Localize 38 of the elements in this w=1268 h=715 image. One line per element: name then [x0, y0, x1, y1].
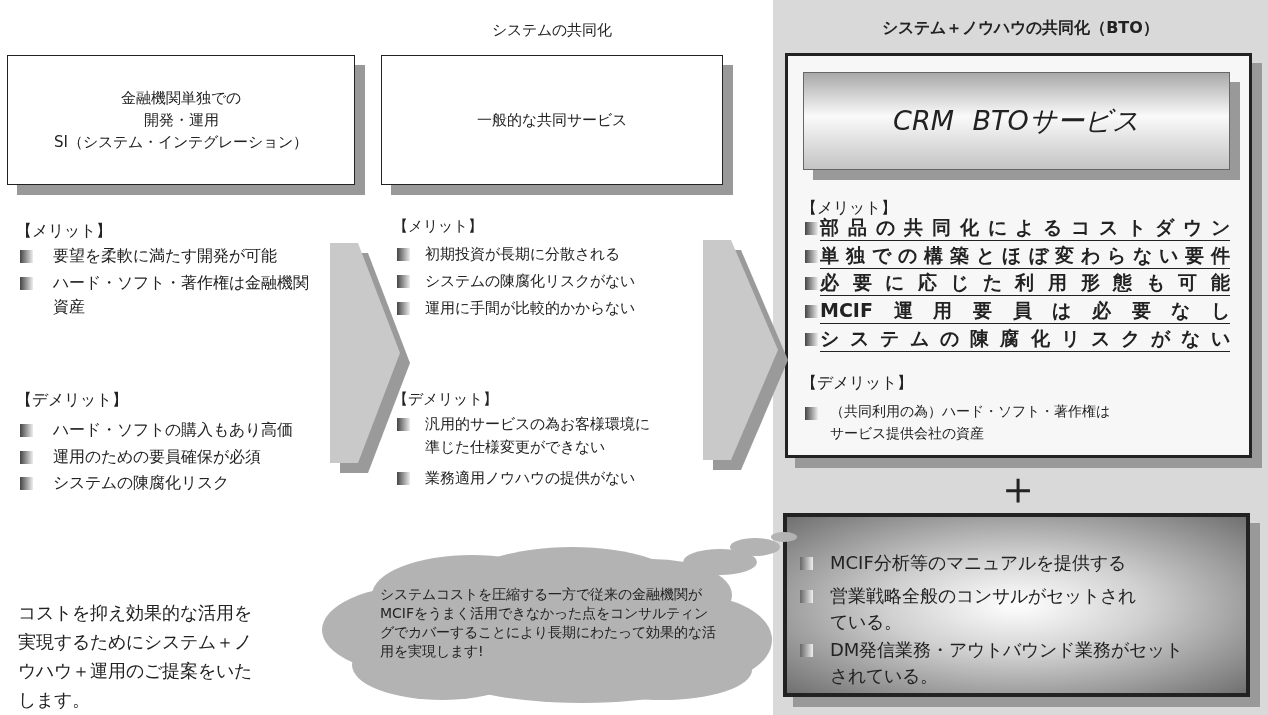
- section-heading: 【デメリット】: [16, 389, 129, 411]
- chevron-arrow: [703, 240, 788, 470]
- box-label: 一般的な共同サービス: [477, 110, 627, 131]
- list-item: 業務適用ノウハウの提供がない: [425, 468, 636, 489]
- list-item: システムの陳腐化リスクがない: [425, 271, 636, 292]
- underlined-item: システムの陳腐化リスクがない: [820, 326, 1230, 352]
- list-item: ハード・ソフトの購入もあり高価: [53, 419, 294, 441]
- plus-sign: ＋: [994, 462, 1042, 514]
- chevron-arrow: [330, 243, 410, 473]
- underlined-item: 単独での構築とほぼ変わらない要件: [820, 243, 1230, 269]
- box-label: CRM BTOサービス: [893, 104, 1140, 138]
- section-heading: 【デメリット】: [393, 389, 499, 410]
- list-item: 初期投資が長期に分散される: [425, 244, 621, 265]
- list-item: DM発信業務・アウトバウンド業務がセットされている。: [830, 638, 1185, 688]
- section-heading: 【メリット】: [393, 216, 484, 237]
- underlined-item: MCIF運用要員は必要なし: [820, 298, 1230, 324]
- list-item: 要望を柔軟に満たす開発が可能: [53, 245, 278, 267]
- cloud-text: システムコストを圧縮する一方で従来の金融機関がMCIFをうまく活用できなかった点をコンサルティングでカバーすることにより長期にわたって効果的な活用を実現します!: [380, 585, 717, 661]
- box-label: 金融機関単独での: [121, 88, 241, 109]
- section-heading: 【デメリット】: [801, 372, 914, 394]
- section-heading: 【メリット】: [801, 197, 898, 217]
- list-item: ハード・ソフト・著作権は金融機関資産: [53, 272, 310, 318]
- box-label: 開発・運用: [143, 110, 219, 131]
- underlined-item: 部品の共同化によるコストダウン: [820, 215, 1230, 241]
- list-item: （共同利用の為）ハード・ソフト・著作権はサービス提供会社の資産: [830, 402, 1111, 443]
- list-item: システムの陳腐化リスク: [53, 472, 230, 494]
- list-item: 運用のための要員確保が必須: [53, 446, 262, 468]
- list-item: 汎用的サービスの為お客様環境に準じた仕様変更ができない: [425, 414, 651, 458]
- column-panel: [773, 0, 1268, 715]
- column-heading: システム＋ノウハウの共同化（BTO）: [881, 18, 1160, 39]
- section-heading: 【メリット】: [16, 220, 113, 242]
- list-item: MCIF分析等のマニュアルを提供する: [830, 551, 1127, 575]
- box-label: SI（システム・インテグレーション）: [54, 132, 308, 153]
- column-heading: システムの共同化: [491, 21, 613, 40]
- list-item: 営業戦略全般のコンサルがセットされている。: [830, 584, 1137, 634]
- underlined-item: 必要に応じた利用形態も可能: [820, 270, 1230, 296]
- list-item: 運用に手間が比較的かからない: [425, 298, 636, 319]
- summary-text: コストを抑え効果的な活用を実現するためにシステム＋ノウハウ＋運用のご提案をいたします。: [18, 601, 253, 712]
